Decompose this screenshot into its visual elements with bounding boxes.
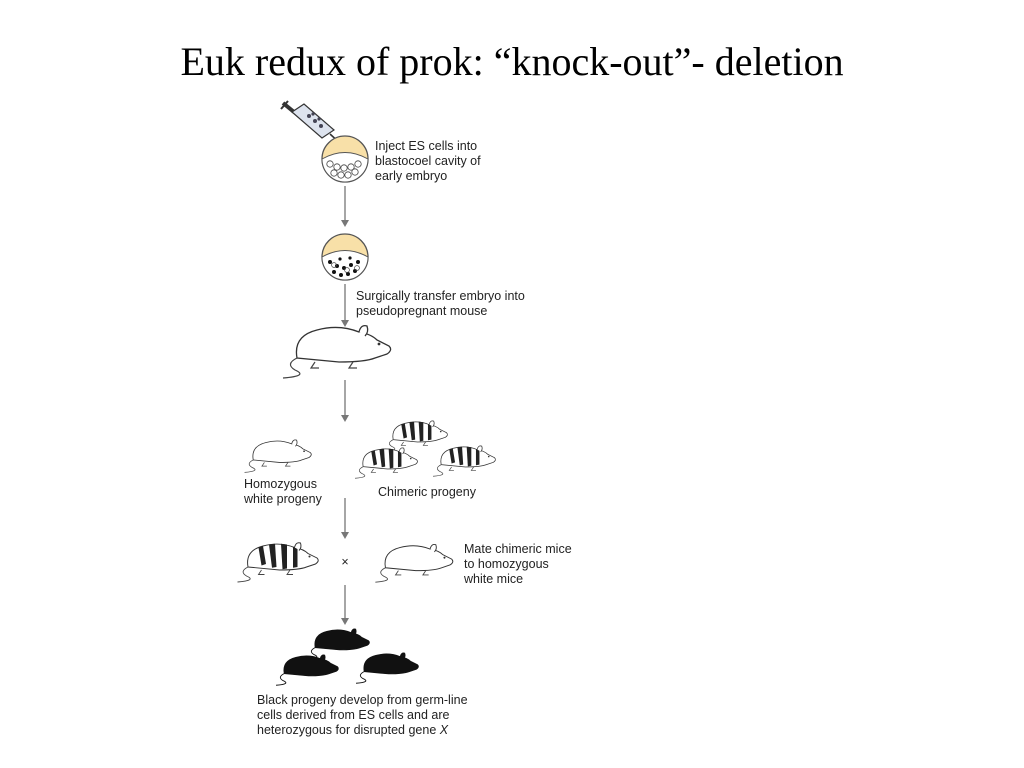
svg-text:early embryo: early embryo: [375, 169, 447, 183]
svg-text:heterozygous for disrupted gen: heterozygous for disrupted gene X: [257, 723, 449, 737]
inject-step-label: Inject ES cells into blastocoel cavity o…: [375, 139, 481, 183]
svg-text:cells derived from ES cells an: cells derived from ES cells and are: [257, 708, 449, 722]
chimeric-mouse-icon: [354, 447, 418, 479]
svg-text:Homozygous: Homozygous: [244, 477, 317, 491]
gene-symbol: X: [439, 723, 449, 737]
svg-text:Surgically transfer embryo int: Surgically transfer embryo into: [356, 289, 525, 303]
flow-arrows: [341, 186, 349, 625]
svg-text:Black progeny develop from ger: Black progeny develop from germ-line: [257, 693, 468, 707]
white-progeny-mouse-icon: [244, 439, 312, 473]
injected-embryo-icon: [321, 233, 369, 281]
homozygous-label: Homozygous white progeny: [243, 477, 323, 506]
black-progeny-line3: heterozygous for disrupted gene: [257, 723, 440, 737]
svg-text:white mice: white mice: [463, 572, 523, 586]
slide-title: Euk redux of prok: “knock-out”- deletion: [180, 39, 844, 84]
black-progeny-mouse-icon: [356, 652, 419, 684]
svg-text:Inject ES cells into: Inject ES cells into: [375, 139, 477, 153]
black-progeny-mouse-icon: [276, 654, 339, 686]
pseudopregnant-mouse-icon: [282, 324, 392, 379]
syringe-icon: [280, 100, 355, 157]
chimeric-parent-mouse-icon: [237, 542, 319, 583]
chimeric-mouse-icon: [432, 445, 496, 477]
svg-text:blastocoel cavity of: blastocoel cavity of: [375, 154, 481, 168]
cross-symbol: ×: [341, 555, 348, 569]
black-progeny-label: Black progeny develop from germ-line cel…: [257, 693, 468, 737]
white-parent-mouse-icon: [374, 543, 454, 583]
chimeric-mouse-icon: [384, 420, 448, 452]
svg-text:white progeny: white progeny: [243, 492, 323, 506]
black-progeny-mouse-icon: [307, 628, 370, 660]
chimeric-label: Chimeric progeny: [378, 485, 477, 499]
mate-step-label: Mate chimeric mice to homozygous white m…: [463, 542, 572, 586]
svg-text:pseudopregnant mouse: pseudopregnant mouse: [356, 304, 487, 318]
svg-text:Mate chimeric mice: Mate chimeric mice: [464, 542, 572, 556]
transfer-step-label: Surgically transfer embryo into pseudopr…: [356, 289, 525, 318]
svg-text:to homozygous: to homozygous: [464, 557, 549, 571]
blastocyst-embryo-icon: [321, 135, 369, 183]
